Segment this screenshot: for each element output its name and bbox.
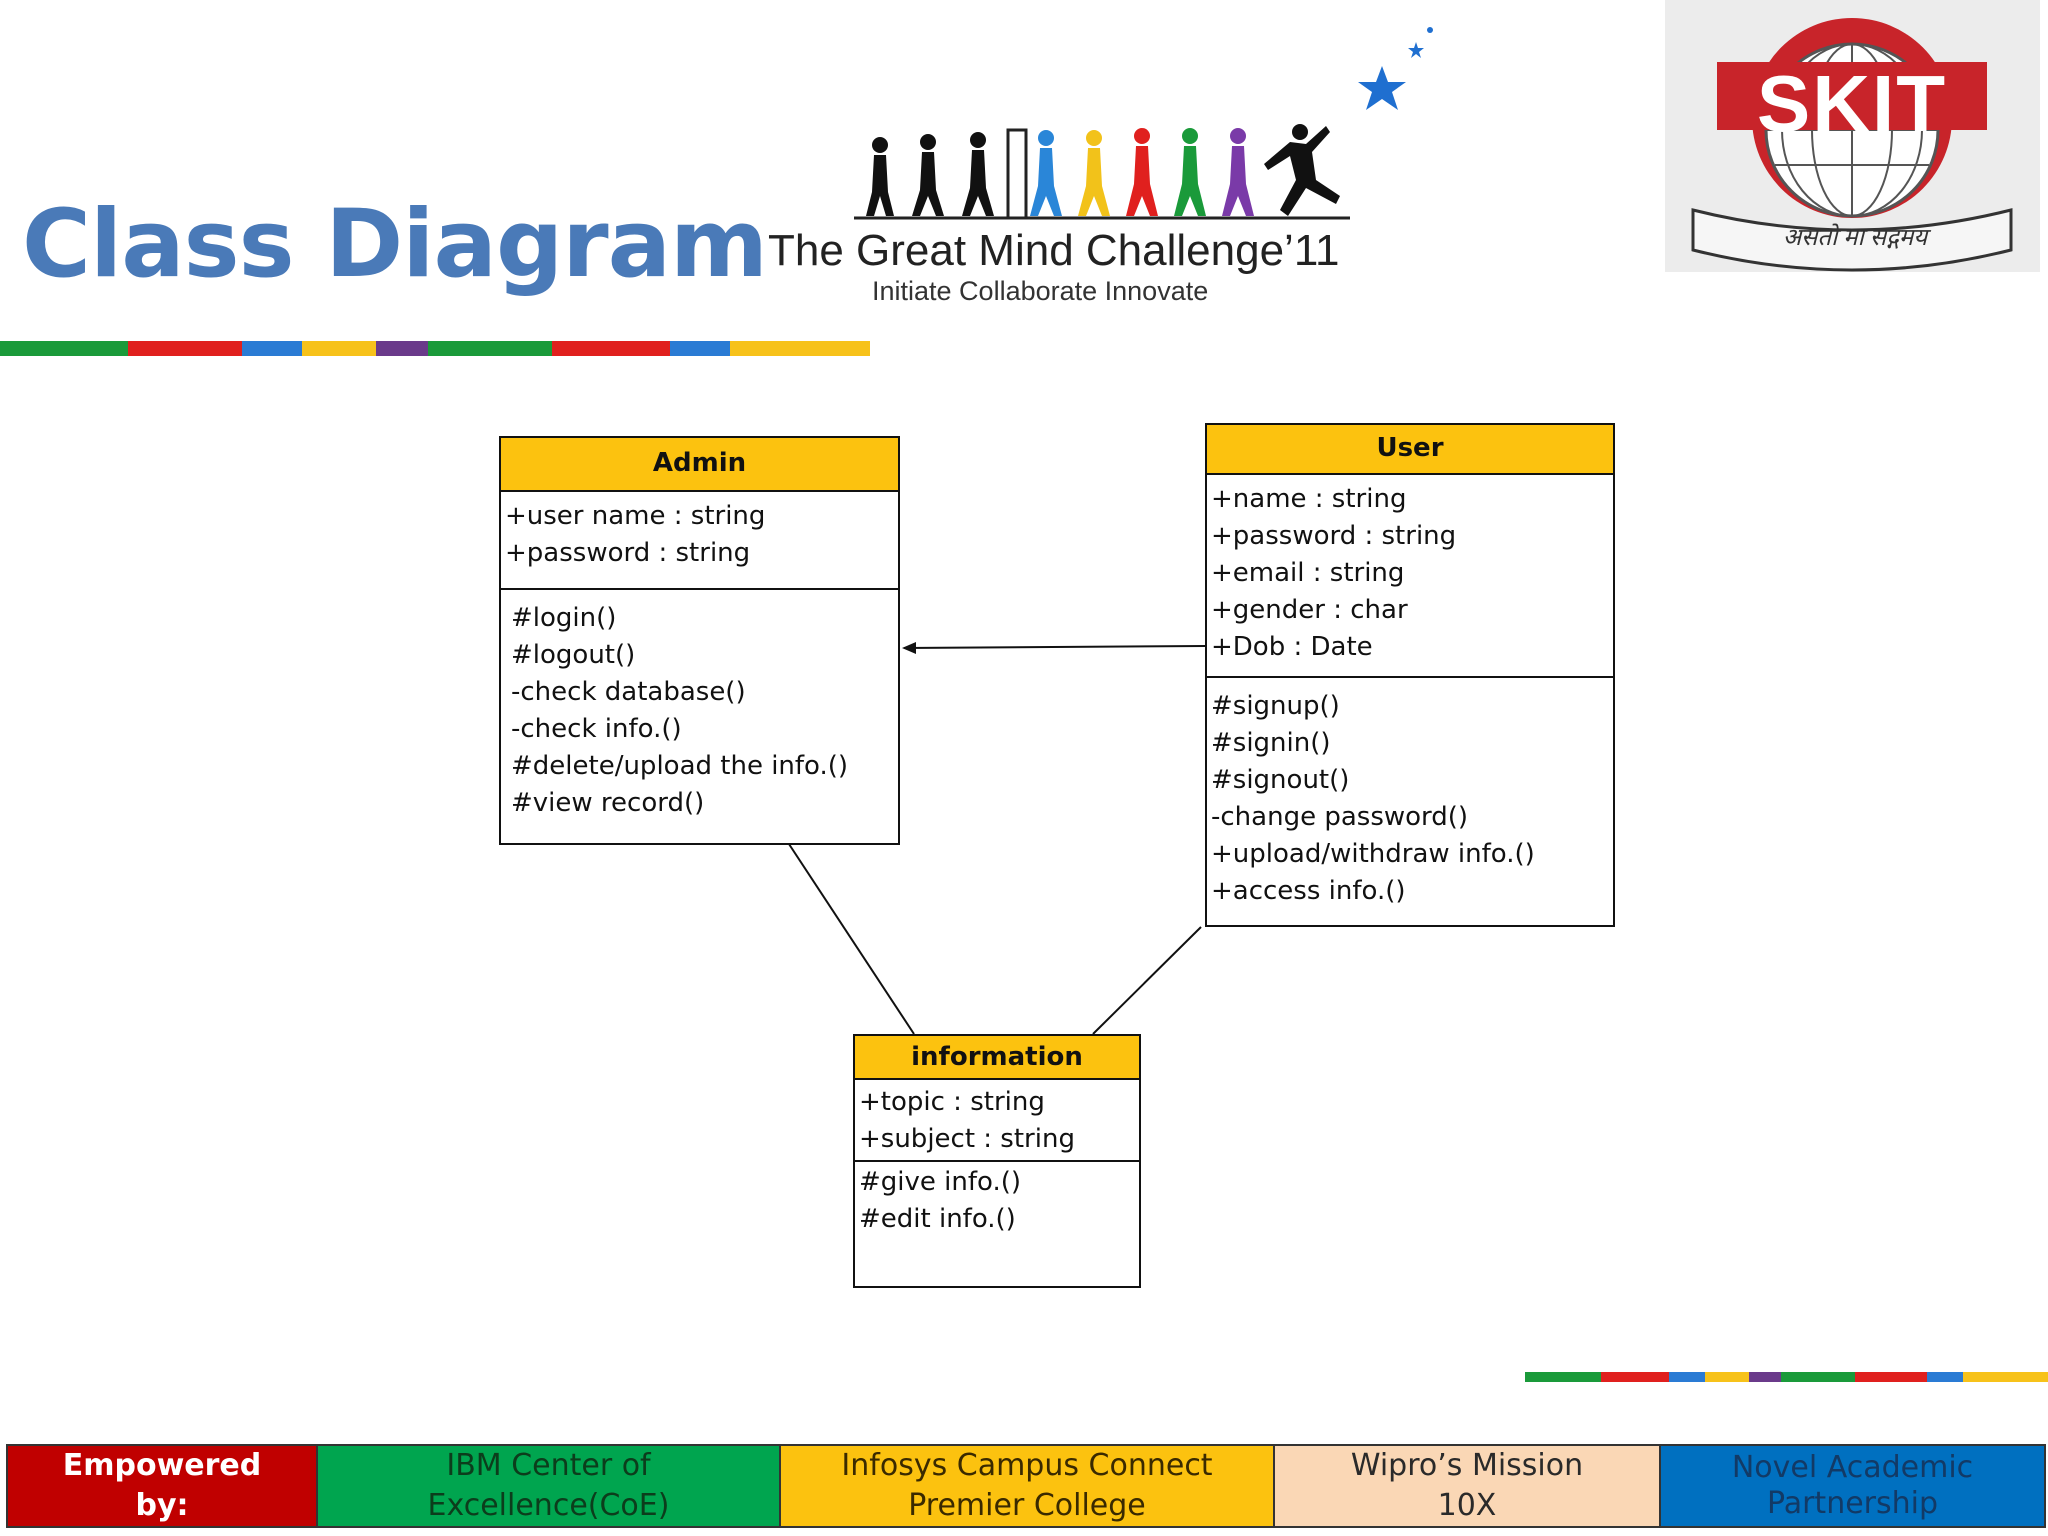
footer-empowered-by: Empowered by:: [8, 1446, 318, 1526]
attributes-section: +topic : string +subject : string: [855, 1080, 1139, 1162]
method: -check database(): [511, 677, 746, 707]
footer-novel-academic: Novel Academic Partnership: [1661, 1446, 2044, 1526]
evolution-figures-icon: [866, 124, 1340, 216]
page-title: Class Diagram: [22, 190, 768, 299]
attributes-section: +name : string +password : string +email…: [1207, 475, 1613, 678]
class-name: User: [1207, 425, 1613, 475]
method: #give info.(): [859, 1167, 1022, 1197]
user-information-association: [1092, 926, 1202, 1035]
attribute: +gender : char: [1211, 595, 1408, 625]
methods-section: #login() #logout() -check database() -ch…: [501, 590, 898, 822]
attributes-section: +user name : string +password : string: [501, 492, 898, 590]
star-icon: [1408, 42, 1424, 58]
methods-section: #give info.() #edit info.(): [855, 1162, 1139, 1238]
footer-infosys: Infosys Campus Connect Premier College: [781, 1446, 1275, 1526]
class-name: information: [855, 1036, 1139, 1080]
method: #delete/upload the info.(): [511, 751, 849, 781]
class-name: Admin: [501, 438, 898, 492]
method: #login(): [511, 603, 617, 633]
attribute: +password : string: [505, 538, 751, 568]
skit-wordmark: SKIT: [1756, 59, 1948, 148]
method: #logout(): [511, 640, 636, 670]
attribute: +Dob : Date: [1211, 632, 1373, 662]
method: #signin(): [1211, 728, 1331, 758]
great-mind-challenge-logo: [854, 27, 1433, 220]
color-stripe-bottom: [1525, 1372, 2048, 1382]
sponsor-footer: Empowered by: IBM Center of Excellence(C…: [6, 1444, 2046, 1528]
user-admin-association: [903, 645, 1207, 649]
footer-wipro: Wipro’s Mission 10X: [1275, 1446, 1661, 1526]
logo-title: The Great Mind Challenge’11: [768, 226, 1340, 275]
method: +access info.(): [1211, 876, 1406, 906]
footer-ibm: IBM Center of Excellence(CoE): [318, 1446, 781, 1526]
method: +upload/withdraw info.(): [1211, 839, 1535, 869]
method: -change password(): [1211, 802, 1469, 832]
color-stripe-top: [0, 341, 870, 356]
attribute: +topic : string: [859, 1087, 1045, 1117]
attribute: +subject : string: [859, 1124, 1075, 1154]
attribute: +user name : string: [505, 501, 766, 531]
attribute: +password : string: [1211, 521, 1457, 551]
arrowhead-icon: [902, 642, 916, 654]
class-information[interactable]: information +topic : string +subject : s…: [853, 1034, 1141, 1288]
skit-globe-icon: [1691, 18, 2013, 272]
admin-information-association: [784, 837, 915, 1035]
attribute: +name : string: [1211, 484, 1407, 514]
method: #edit info.(): [859, 1204, 1016, 1234]
star-icon: [1358, 66, 1406, 110]
method: #signout(): [1211, 765, 1350, 795]
class-user[interactable]: User +name : string +password : string +…: [1205, 423, 1615, 927]
attribute: +email : string: [1211, 558, 1405, 588]
method: #signup(): [1211, 691, 1340, 721]
logo-tagline: Initiate Collaborate Innovate: [872, 276, 1209, 306]
class-admin[interactable]: Admin +user name : string +password : st…: [499, 436, 900, 845]
method: -check info.(): [511, 714, 682, 744]
method: #view record(): [511, 788, 705, 818]
skit-motto: असतो मा सद्गमय: [1782, 225, 1928, 251]
methods-section: #signup() #signin() #signout() -change p…: [1207, 678, 1613, 910]
